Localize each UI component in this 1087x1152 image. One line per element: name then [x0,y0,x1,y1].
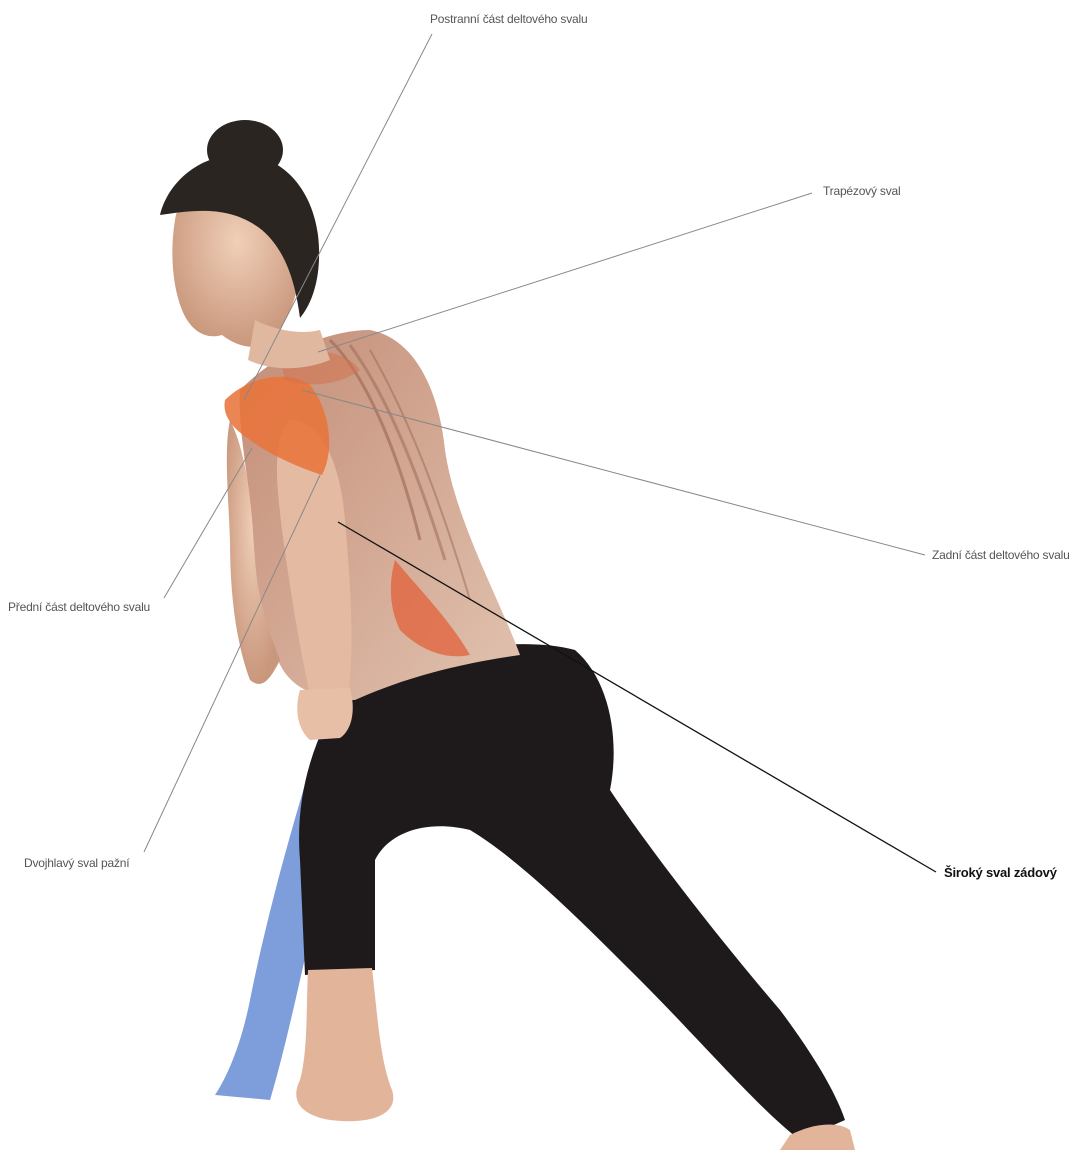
label-predni-deltoid: Přední část deltového svalu [8,600,150,614]
label-zadni-deltoid: Zadní část deltového svalu [932,548,1070,562]
head [160,120,330,368]
label-postranni-deltoid: Postranní část deltového svalu [430,12,587,26]
leader-line-trapezovy [318,193,812,352]
legs [296,644,855,1150]
label-trapezovy: Trapézový sval [823,184,900,198]
label-siroky-zadovy: Široký sval zádový [944,866,1057,880]
label-dvojhlavy: Dvojhlavý sval pažní [24,856,129,870]
